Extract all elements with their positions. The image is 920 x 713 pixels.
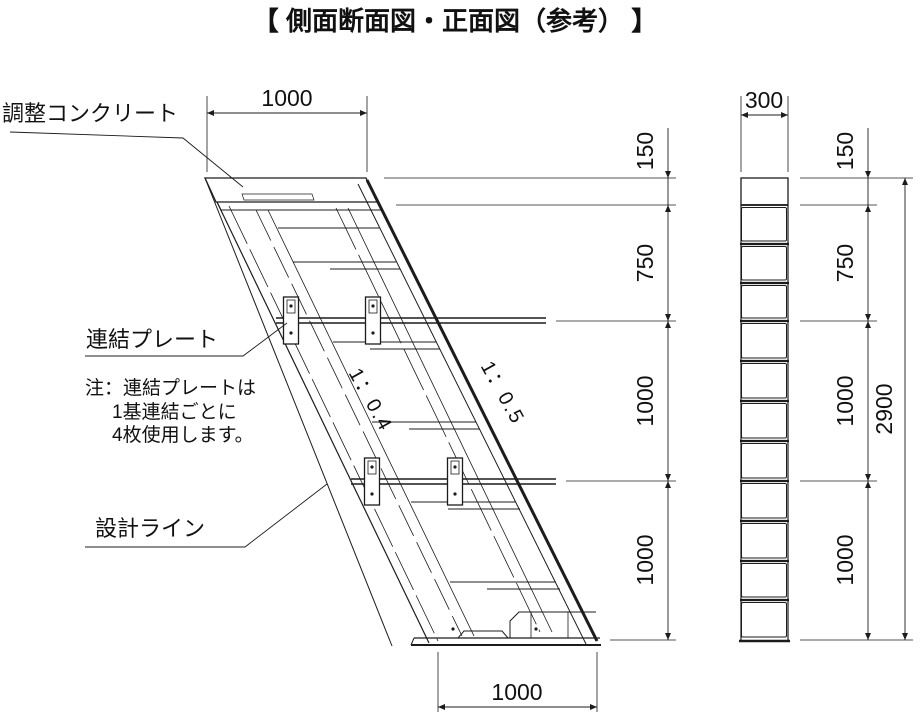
face-line [365,179,599,642]
page-title: 【 側面断面図・正面図（参考） 】 [253,6,657,36]
front-height-dimensions: 150 750 1000 1000 [832,128,871,640]
front-block-stack [739,205,790,643]
label-slope-design: 1：0.4 [344,365,397,436]
block-shelves [278,227,560,590]
dim-front-total-height: 2900 [871,383,897,434]
dim-front-1000-upper: 1000 [832,375,858,426]
connecting-plate [363,457,381,506]
design-line [204,177,393,647]
dim-side-top-width: 1000 [261,85,312,111]
annotations: 調整コンクリート 連結プレート 注：連結プレートは 1基連結ごとに 4枚使用しま… [2,101,529,548]
leader-adjust-concrete [9,131,244,188]
front-total-height-dimension: 2900 [871,178,908,640]
label-design-line: 設計ライン [95,516,205,541]
dim-front-750: 750 [832,244,858,282]
connecting-plate [364,296,382,345]
label-adjust-concrete: 調整コンクリート [2,101,178,126]
unit-joint-upper [276,317,546,324]
label-slope-face: 1：0.5 [476,358,529,429]
side-height-dimensions: 150 750 1000 1000 [632,128,671,640]
side-view: 150 750 1000 1000 1000 1000 調整コンクリート [2,85,676,712]
side-bottom-width-dimension: 1000 [437,652,598,712]
front-extension-lines [800,177,913,641]
wall-body [204,177,599,647]
side-top-width-dimension: 1000 [206,85,368,172]
note-line-2: 1基連結ごとに [112,401,237,423]
dim-front-1000-lower: 1000 [832,534,858,585]
front-hatch-cap [740,177,789,206]
dim-side-1000-lower: 1000 [632,534,658,585]
note-line-3: 4枚使用します。 [112,424,254,446]
dim-side-150: 150 [632,132,658,170]
note-line-1: 注：連結プレートは [85,377,256,399]
adjust-concrete-hatch [203,177,383,211]
dim-side-1000-upper: 1000 [632,375,658,426]
front-view: 300 150 750 1000 1000 29 [739,87,913,643]
leader-design-line [85,483,328,548]
connecting-plate [446,457,464,506]
wall-base [410,611,601,646]
leader-connect-plate [85,322,288,357]
dim-front-width: 300 [745,87,783,113]
dim-side-750: 750 [632,244,658,282]
label-connect-plate: 連結プレート [86,327,218,352]
connecting-plate [282,296,300,345]
side-extension-lines [384,177,676,641]
front-width-dimension: 300 [740,87,789,172]
dim-front-150: 150 [832,132,858,170]
dim-side-bottom-width: 1000 [491,679,542,705]
